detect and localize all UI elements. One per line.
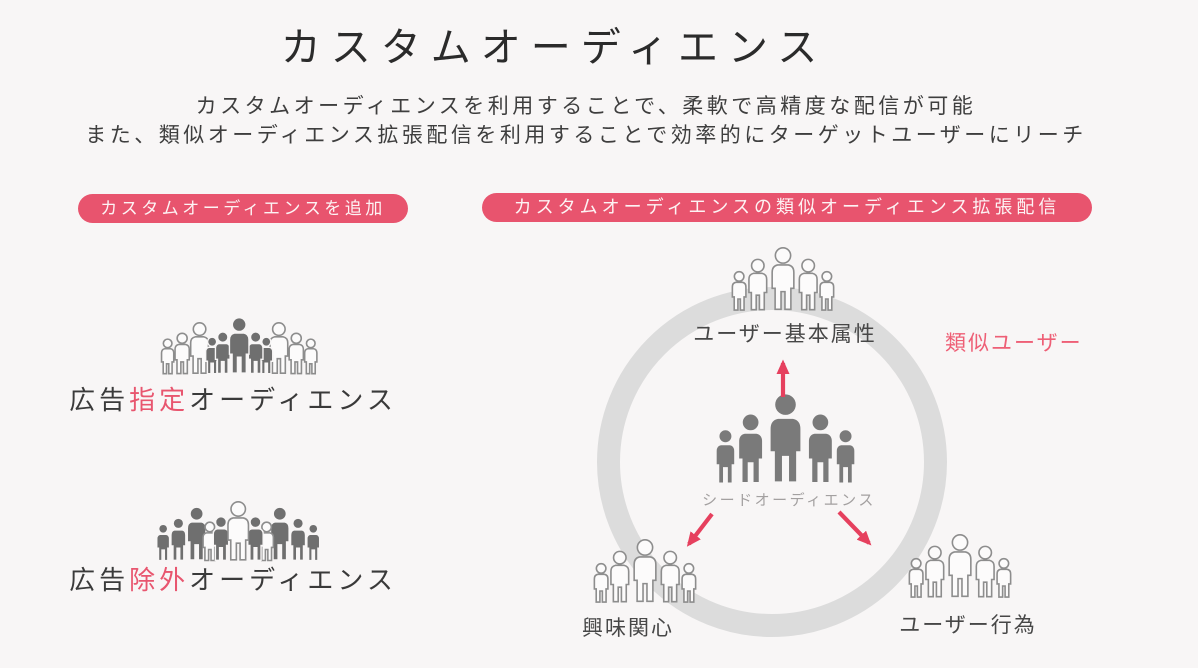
included-audience-label: 広告指定オーディエンス: [69, 385, 397, 416]
subtitle-line-1: カスタムオーディエンスを利用することで、柔軟で高精度な配信が可能: [195, 95, 977, 118]
included-audience-prefix: 広告: [69, 385, 130, 415]
interests-label: 興味関心: [582, 617, 674, 640]
page-subtitle: カスタムオーディエンスを利用することで、柔軟で高精度な配信が可能 また、類似オー…: [0, 92, 1198, 150]
excluded-audience-prefix: 広告: [69, 565, 130, 595]
seed-audience-label: シードオーディエンス: [702, 492, 876, 509]
included-audience-crowd-icon: [161, 317, 318, 375]
included-audience-suffix: オーディエンス: [189, 385, 397, 415]
included-audience-highlight: 指定: [129, 385, 190, 415]
interests-crowd-icon: [593, 539, 697, 603]
excluded-audience-suffix: オーディエンス: [189, 565, 397, 595]
similar-user-label: 類似ユーザー: [945, 332, 1083, 355]
user-attributes-label: ユーザー基本属性: [693, 323, 877, 346]
user-behavior-crowd-icon: [908, 534, 1012, 598]
user-attributes-crowd-icon: [731, 247, 835, 311]
page-title: カスタムオーディエンス: [280, 26, 828, 70]
excluded-audience-crowd-icon: [156, 501, 321, 561]
add-custom-audience-badge: カスタムオーディエンスを追加: [78, 194, 408, 223]
subtitle-line-2: また、類似オーディエンス拡張配信を利用することで効率的にターゲットユーザーにリー…: [85, 124, 1087, 147]
seed-audience-crowd-icon: [715, 392, 856, 484]
lookalike-expansion-badge: カスタムオーディエンスの類似オーディエンス拡張配信: [482, 193, 1092, 222]
excluded-audience-label: 広告除外オーディエンス: [69, 565, 397, 596]
user-behavior-label: ユーザー行為: [899, 614, 1037, 637]
excluded-audience-highlight: 除外: [129, 565, 190, 595]
